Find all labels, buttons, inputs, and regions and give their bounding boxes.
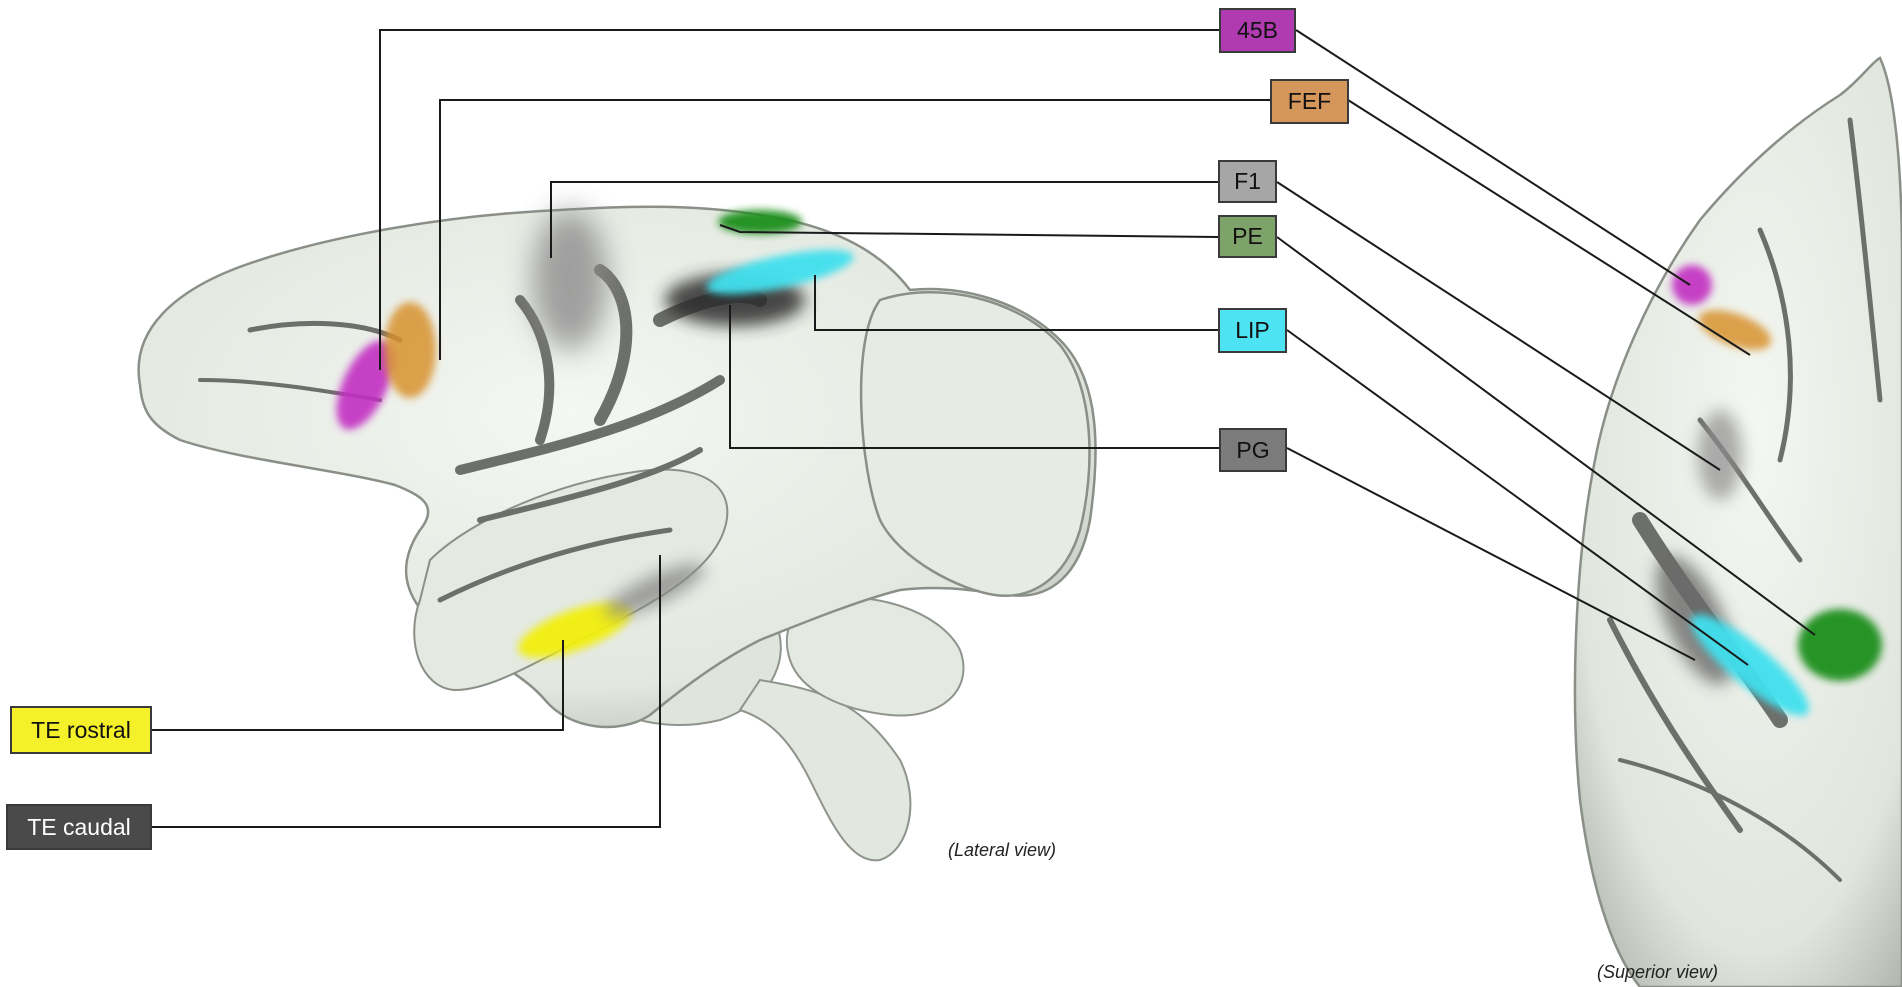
region-patch-LIP: [706, 249, 854, 295]
label-TE-caudal: TE caudal: [6, 804, 152, 850]
leader-line-TE-caudal: [152, 555, 661, 828]
region-patch-PE: [718, 210, 802, 234]
label-FEF-text: FEF: [1287, 88, 1332, 114]
leader-line-F1-superior: [1276, 181, 1721, 471]
leader-line-FEF-superior: [1347, 99, 1751, 356]
superior-patch-F1: [1698, 410, 1742, 500]
label-45B-text: 45B: [1237, 17, 1278, 43]
label-TE-rostral-text: TE rostral: [31, 716, 131, 743]
superior-hemisphere: [1573, 56, 1902, 987]
superior-patch-45B: [1672, 265, 1712, 305]
leader-line-LIP-lateral: [814, 275, 1218, 331]
label-LIP-text: LIP: [1235, 317, 1270, 343]
leader-lines: [152, 29, 1816, 828]
label-PE-text: PE: [1232, 223, 1263, 249]
superior-patch-LIP: [1691, 614, 1809, 716]
caption-lateral-view: (Lateral view): [948, 840, 1057, 860]
leader-line-TE-rostral: [152, 640, 564, 731]
label-LIP: LIP: [1218, 308, 1287, 353]
leader-line-FEF-lateral: [439, 99, 1270, 360]
leader-line-PG-superior: [1286, 447, 1696, 661]
lateral-brain: [137, 205, 1097, 862]
region-patch-F1: [532, 210, 608, 350]
label-TE-caudal-text: TE caudal: [27, 813, 131, 840]
leader-line-PE-superior: [1276, 236, 1816, 636]
superior-patch-PE: [1798, 609, 1882, 681]
leader-line-PG-lateral: [729, 305, 1219, 449]
region-patch-FEF: [384, 302, 436, 398]
brainstem-shape: [738, 678, 912, 862]
label-FEF: FEF: [1270, 79, 1349, 124]
superior-brain: [1573, 56, 1902, 987]
label-45B: 45B: [1219, 8, 1296, 53]
label-F1-text: F1: [1234, 168, 1261, 194]
leader-line-LIP-superior: [1286, 329, 1749, 666]
region-patch-TE-rostral: [518, 602, 632, 658]
leader-line-45B-superior: [1295, 29, 1691, 286]
occipital-lobe: [859, 290, 1091, 597]
region-patch-TE-caudal: [604, 563, 706, 617]
label-F1: F1: [1218, 160, 1277, 203]
leader-line-F1-lateral: [550, 181, 1218, 258]
lower-folds: [785, 596, 965, 717]
label-PE: PE: [1218, 215, 1277, 258]
superior-patch-FEF: [1698, 310, 1772, 350]
leader-line-PE-lateral: [719, 224, 1219, 238]
label-PG: PG: [1219, 428, 1287, 472]
caption-superior-view: (Superior view): [1597, 962, 1719, 982]
leader-line-45B-lateral: [379, 29, 1219, 370]
label-PG-text: PG: [1236, 436, 1270, 463]
label-TE-rostral: TE rostral: [10, 706, 152, 754]
